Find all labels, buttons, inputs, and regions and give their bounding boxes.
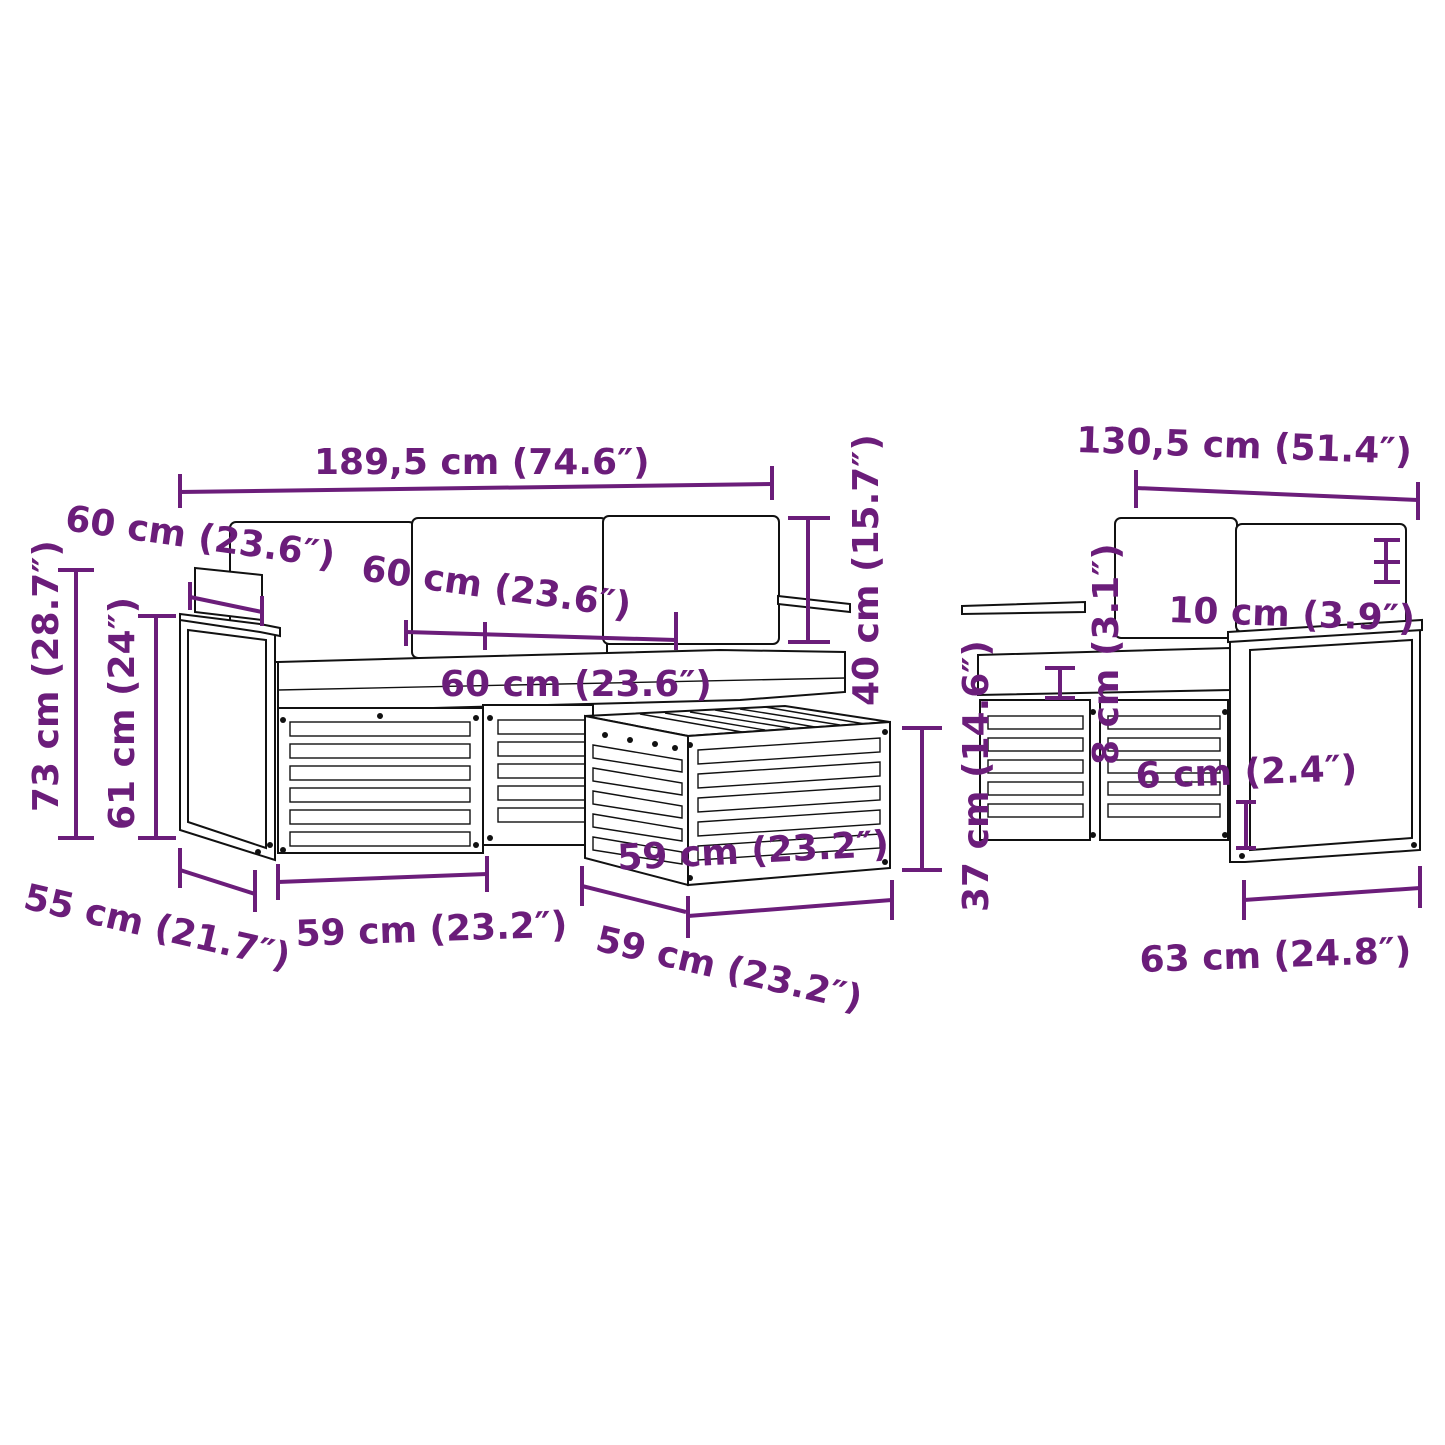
label-armrest-height: 61 cm (24″) (102, 597, 143, 830)
label-sofa-total-width: 189,5 cm (74.6″) (314, 442, 650, 483)
table-bolts (602, 729, 888, 881)
right-rail (777, 594, 851, 614)
right-bolts (1090, 709, 1417, 859)
corner-sofa-drawing (179, 515, 851, 862)
slats-module-2 (497, 719, 589, 823)
label-backrest-height: 40 cm (15.7″) (846, 434, 887, 706)
label-right-total-width: 130,5 cm (51.4″) (1076, 420, 1413, 473)
right-armrest-top (1227, 618, 1423, 644)
label-armrest-top-thickness: 10 cm (3.9″) (1168, 590, 1416, 640)
label-seat-width-mid: 60 cm (23.6″) (440, 664, 712, 705)
slats-module-1 (289, 721, 471, 847)
label-right-seat-depth: 63 cm (24.8″) (1139, 931, 1412, 981)
seat-seam (277, 677, 846, 691)
table-slats-right (697, 737, 881, 861)
label-total-height: 73 cm (28.7″) (26, 540, 67, 812)
coffee-table-drawing (584, 704, 891, 887)
label-slat-gap: 6 cm (2.4″) (1135, 748, 1358, 797)
label-table-height: 37 cm (14.6″) (956, 640, 997, 912)
right-sofa-drawing (961, 517, 1423, 863)
right-armrest-inner (1249, 638, 1413, 852)
label-module-width: 59 cm (23.2″) (295, 905, 568, 955)
label-armrest-depth: 60 cm (23.6″) (63, 498, 338, 576)
table-slats-left (592, 744, 683, 865)
bolts (255, 713, 493, 855)
right-slats (987, 715, 1221, 818)
right-left-arm-top (961, 600, 1086, 616)
label-table-depth: 59 cm (23.2″) (592, 919, 866, 1020)
dimension-lines (58, 466, 1422, 938)
left-backrest-side (194, 566, 263, 622)
left-armrest-inner (187, 628, 267, 850)
label-cushion-back-height: 8 cm (3.1″) (1086, 543, 1127, 765)
table-top-slats (639, 706, 866, 733)
back-cushion-3 (602, 515, 780, 645)
